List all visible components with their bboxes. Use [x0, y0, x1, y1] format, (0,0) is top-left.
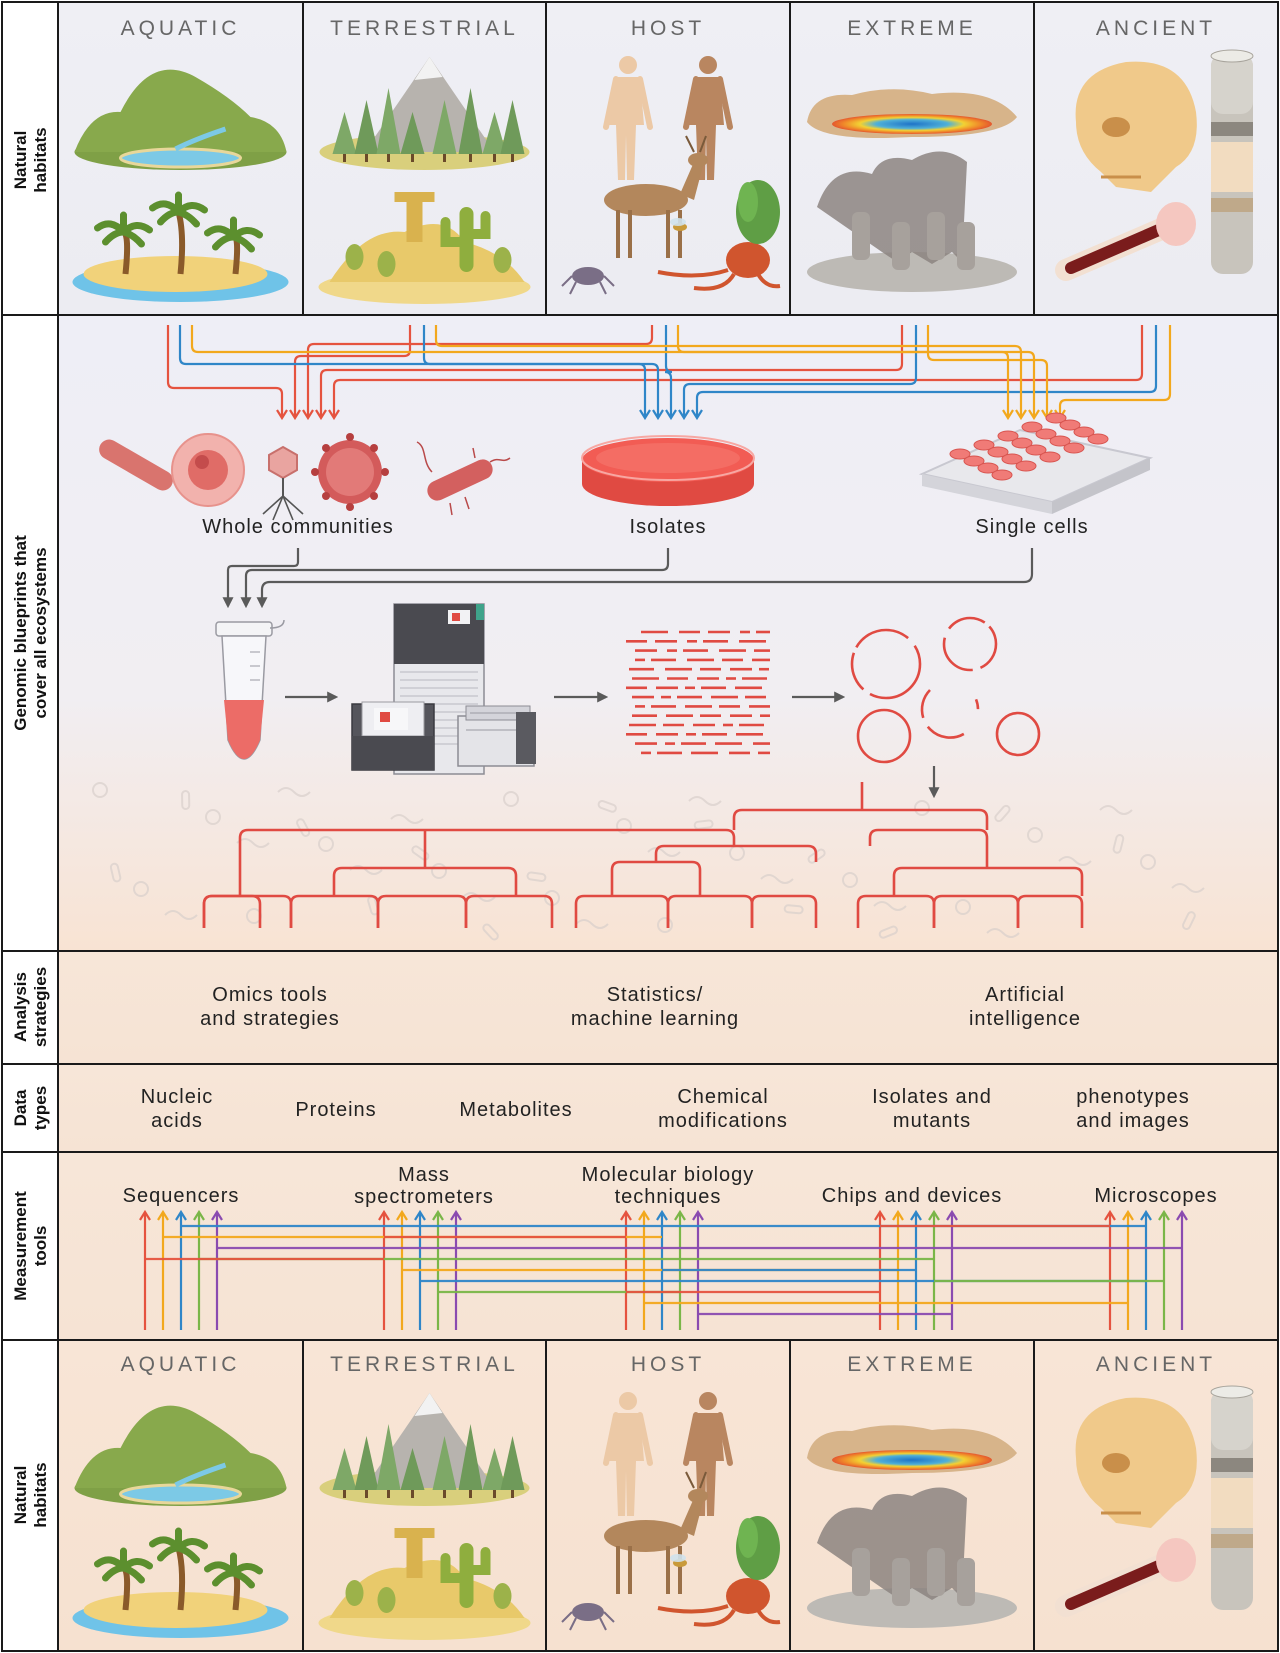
habitat-label: TERRESTRIAL [330, 17, 519, 40]
habitat-label: EXTREME [847, 1353, 977, 1376]
phylogenetic-tree [202, 782, 1084, 928]
data-type-metabolites: Metabolites [459, 1099, 572, 1121]
row-label-natural-bottom: Naturalhabitats [11, 1462, 50, 1527]
row-label-measurement: Measurementtools [11, 1191, 50, 1301]
svg-text:Naturalhabitats: Naturalhabitats [11, 1462, 50, 1527]
habitat-label: ANCIENT [1096, 1353, 1216, 1376]
habitat-aquatic: AQUATIC [72, 1353, 289, 1638]
svg-text:Analysisstrategies: Analysisstrategies [11, 967, 50, 1047]
svg-text:Measurementtools: Measurementtools [11, 1191, 50, 1301]
habitat-host: HOST [561, 1353, 781, 1631]
habitat-ancient: ANCIENT [1055, 17, 1254, 281]
aquatic-icon [72, 1405, 289, 1638]
habitat-aquatic: AQUATIC [72, 17, 289, 302]
habitat-label: HOST [631, 17, 705, 40]
sample-label-isolates: Isolates [630, 516, 707, 538]
host-icon [561, 1392, 781, 1631]
row-label-genomic: Genomic blueprints thatcover all ecosyst… [11, 535, 50, 731]
terrestrial-icon [318, 1393, 531, 1640]
ancient-icon [1055, 49, 1254, 281]
habitat-label: ANCIENT [1096, 17, 1216, 40]
extreme-icon [807, 89, 1017, 292]
row-label-analysis: Analysisstrategies [11, 967, 50, 1047]
svg-text:Datatypes: Datatypes [11, 1086, 50, 1130]
habitat-extreme: EXTREME [807, 1353, 1017, 1628]
extreme-icon [807, 1425, 1017, 1628]
tool-chips: Chips and devices [822, 1185, 1002, 1207]
sample-label-single-cells: Single cells [975, 516, 1088, 538]
analysis-statistics: Statistics/machine learning [571, 984, 739, 1030]
petri-dish-icon [581, 435, 755, 506]
tool-sequencers: Sequencers [123, 1185, 240, 1207]
habitat-terrestrial: TERRESTRIAL [318, 17, 531, 304]
habitat-extreme: EXTREME [807, 17, 1017, 292]
sequencer-machine-icon [351, 603, 536, 775]
habitat-label: TERRESTRIAL [330, 1353, 519, 1376]
svg-text:Genomic blueprints thatcover a: Genomic blueprints thatcover all ecosyst… [11, 535, 50, 731]
whole-communities-illustration [99, 433, 511, 521]
habitat-to-sample-routes [166, 325, 1172, 421]
assembled-genomes [850, 616, 1041, 764]
tool-routing-lines [139, 1209, 1188, 1330]
habitat-label: AQUATIC [121, 1353, 241, 1376]
habitat-label: AQUATIC [121, 17, 241, 40]
habitats-bottom: AQUATIC TERRESTRIAL HOST EXTREME ANCIENT [72, 1353, 1254, 1640]
row-label-natural-top: Naturalhabitats [11, 127, 50, 192]
aquatic-icon [72, 69, 289, 302]
workflow-arrows [285, 691, 940, 799]
habitats-top: AQUATIC TERRESTRIAL HOST EXTREME ANCIENT [72, 17, 1254, 304]
svg-text:Naturalhabitats: Naturalhabitats [11, 127, 50, 192]
habitat-ancient: ANCIENT [1055, 1353, 1254, 1617]
ancient-icon [1055, 1385, 1254, 1617]
well-plate-icon [918, 412, 1154, 514]
tool-microscopes: Microscopes [1094, 1185, 1217, 1207]
terrestrial-icon [318, 57, 531, 304]
data-type-proteins: Proteins [295, 1099, 376, 1121]
sample-tube-icon [215, 619, 285, 760]
habitat-host: HOST [561, 17, 781, 295]
habitat-terrestrial: TERRESTRIAL [318, 1353, 531, 1640]
host-icon [561, 56, 781, 295]
habitat-label: HOST [631, 1353, 705, 1376]
row-label-data-types: Datatypes [11, 1086, 50, 1130]
sample-label-whole: Whole communities [202, 516, 394, 538]
sequence-reads [626, 630, 770, 755]
background-microbes [92, 782, 1205, 941]
habitat-label: EXTREME [847, 17, 977, 40]
sample-to-tube-arrows [222, 548, 1034, 609]
